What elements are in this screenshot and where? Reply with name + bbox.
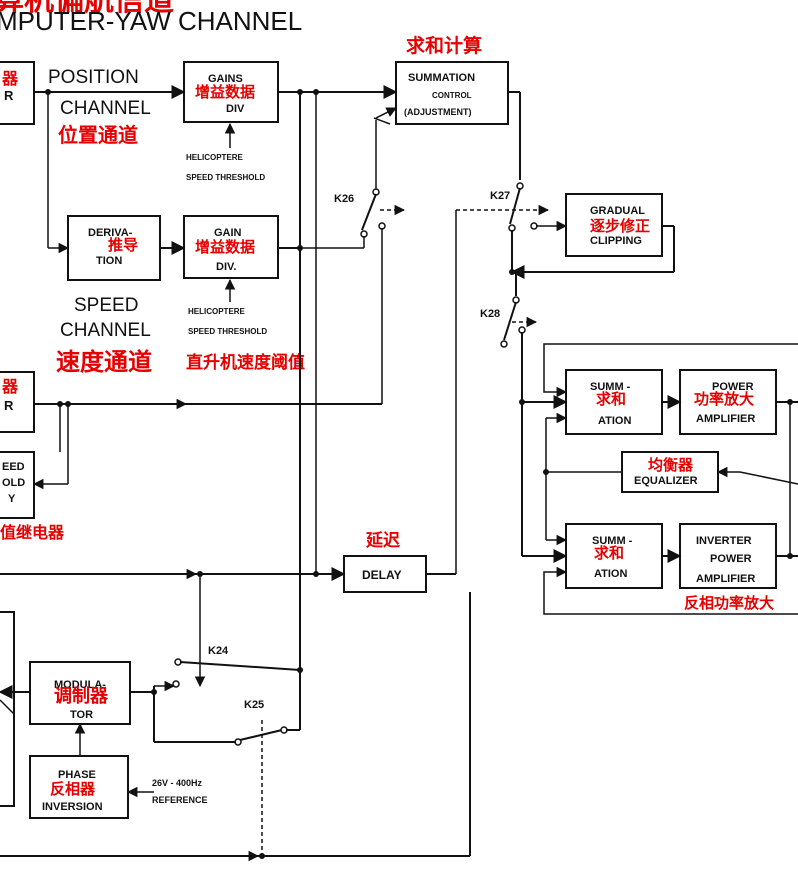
title-zh: 算机偏航信道 xyxy=(0,0,174,18)
gains-div-en-2: DIV xyxy=(226,103,245,115)
switch-k25-label: K25 xyxy=(244,699,264,711)
position-label-1: POSITION xyxy=(48,67,139,88)
gains-div-zh: 增益数据 xyxy=(195,83,255,101)
summation-upper-en-1: SUMM - xyxy=(590,381,631,393)
summation-control-en-2: CONTROL xyxy=(432,91,472,100)
equalizer-zh: 均衡器 xyxy=(648,456,694,474)
left-top-zh: 器 xyxy=(1,69,19,88)
heli-threshold-2a: HELICOPTERE xyxy=(188,307,246,316)
switch-k28-label: K28 xyxy=(480,308,500,320)
gain-div-speed-en-2: DIV. xyxy=(216,261,236,273)
modulator-en-2: TOR xyxy=(70,709,93,721)
phase-inversion-en-1: PHASE xyxy=(58,769,96,781)
summation-lower-zh: 求和 xyxy=(594,544,624,562)
equalizer-en: EQUALIZER xyxy=(634,475,698,487)
inverter-power-amplifier-block xyxy=(679,523,777,589)
speed-label-zh: 速度通道 xyxy=(56,348,152,376)
switch-k24-label: K24 xyxy=(208,645,229,657)
switch-k27-label: K27 xyxy=(490,190,510,202)
summation-lower-en-2: ATION xyxy=(594,568,627,580)
inverter-en-1: INVERTER xyxy=(696,535,752,547)
summation-upper-block xyxy=(565,369,663,435)
power-amplifier-zh: 功率放大 xyxy=(694,390,754,408)
heli-threshold-1a: HELICOPTERE xyxy=(186,153,244,162)
left-lower-block xyxy=(0,611,15,807)
summation-upper-en-2: ATION xyxy=(598,415,631,427)
derivation-zh: 推导 xyxy=(108,236,138,254)
gradual-clipping-en-2: CLIPPING xyxy=(590,235,642,247)
gains-div-block xyxy=(183,61,279,123)
inverter-en-2: POWER xyxy=(710,553,752,565)
power-amplifier-en-1: POWER xyxy=(712,381,754,393)
left-top-en: R xyxy=(4,88,14,103)
phase-inversion-en-2: INVERSION xyxy=(42,801,103,813)
title-en: MPUTER-YAW CHANNEL xyxy=(0,6,302,36)
reference-2: REFERENCE xyxy=(152,795,208,805)
summation-control-en-3: (ADJUSTMENT) xyxy=(404,107,472,117)
threshold-relay-zh: 值继电器 xyxy=(0,523,65,542)
left-mid-en: R xyxy=(4,398,14,413)
speed-label-1: SPEED xyxy=(74,295,138,316)
left-input-block-top xyxy=(0,61,35,125)
threshold-en-2: OLD xyxy=(2,477,25,489)
delay-zh: 延迟 xyxy=(365,530,400,551)
junction-dots xyxy=(45,89,793,859)
reference-1: 26V - 400Hz xyxy=(152,778,203,788)
switch-k26-label: K26 xyxy=(334,193,354,205)
left-mid-zh: 器 xyxy=(1,377,19,396)
position-label-zh: 位置通道 xyxy=(58,123,138,147)
left-input-block-mid xyxy=(0,371,35,433)
phase-inversion-zh: 反相器 xyxy=(50,780,96,798)
derivation-en-1: DERIVA- xyxy=(88,227,133,239)
signal-wires xyxy=(0,85,798,862)
heli-threshold-zh: 直升机速度阈值 xyxy=(186,352,305,373)
summation-control-zh: 求和计算 xyxy=(406,34,482,57)
summation-lower-en-1: SUMM - xyxy=(592,535,633,547)
modulator-zh: 调制器 xyxy=(54,686,109,707)
delay-en: DELAY xyxy=(362,568,402,582)
gradual-clipping-block xyxy=(565,193,663,257)
gains-div-en-1: GAINS xyxy=(208,73,243,85)
threshold-en-1: EED xyxy=(2,461,25,473)
gradual-clipping-en-1: GRADUAL xyxy=(590,205,645,217)
gain-div-speed-en-1: GAIN xyxy=(214,227,242,239)
threshold-en-3: Y xyxy=(8,493,16,505)
position-label-2: CHANNEL xyxy=(60,98,151,119)
gradual-clipping-zh: 逐步修正 xyxy=(590,217,650,235)
modulator-en-1: MODULA- xyxy=(54,679,106,691)
derivation-en-2: TION xyxy=(96,255,122,267)
heli-threshold-1b: SPEED THRESHOLD xyxy=(186,173,265,182)
summation-control-en-1: SUMMATION xyxy=(408,72,475,84)
power-amplifier-en-2: AMPLIFIER xyxy=(696,413,755,425)
inverter-en-3: AMPLIFIER xyxy=(696,573,755,585)
inverter-zh: 反相功率放大 xyxy=(684,594,774,612)
phase-inversion-block xyxy=(29,755,129,819)
speed-label-2: CHANNEL xyxy=(60,320,151,341)
gain-div-speed-zh: 增益数据 xyxy=(195,238,255,256)
summation-upper-zh: 求和 xyxy=(596,390,626,408)
heli-threshold-2b: SPEED THRESHOLD xyxy=(188,327,267,336)
